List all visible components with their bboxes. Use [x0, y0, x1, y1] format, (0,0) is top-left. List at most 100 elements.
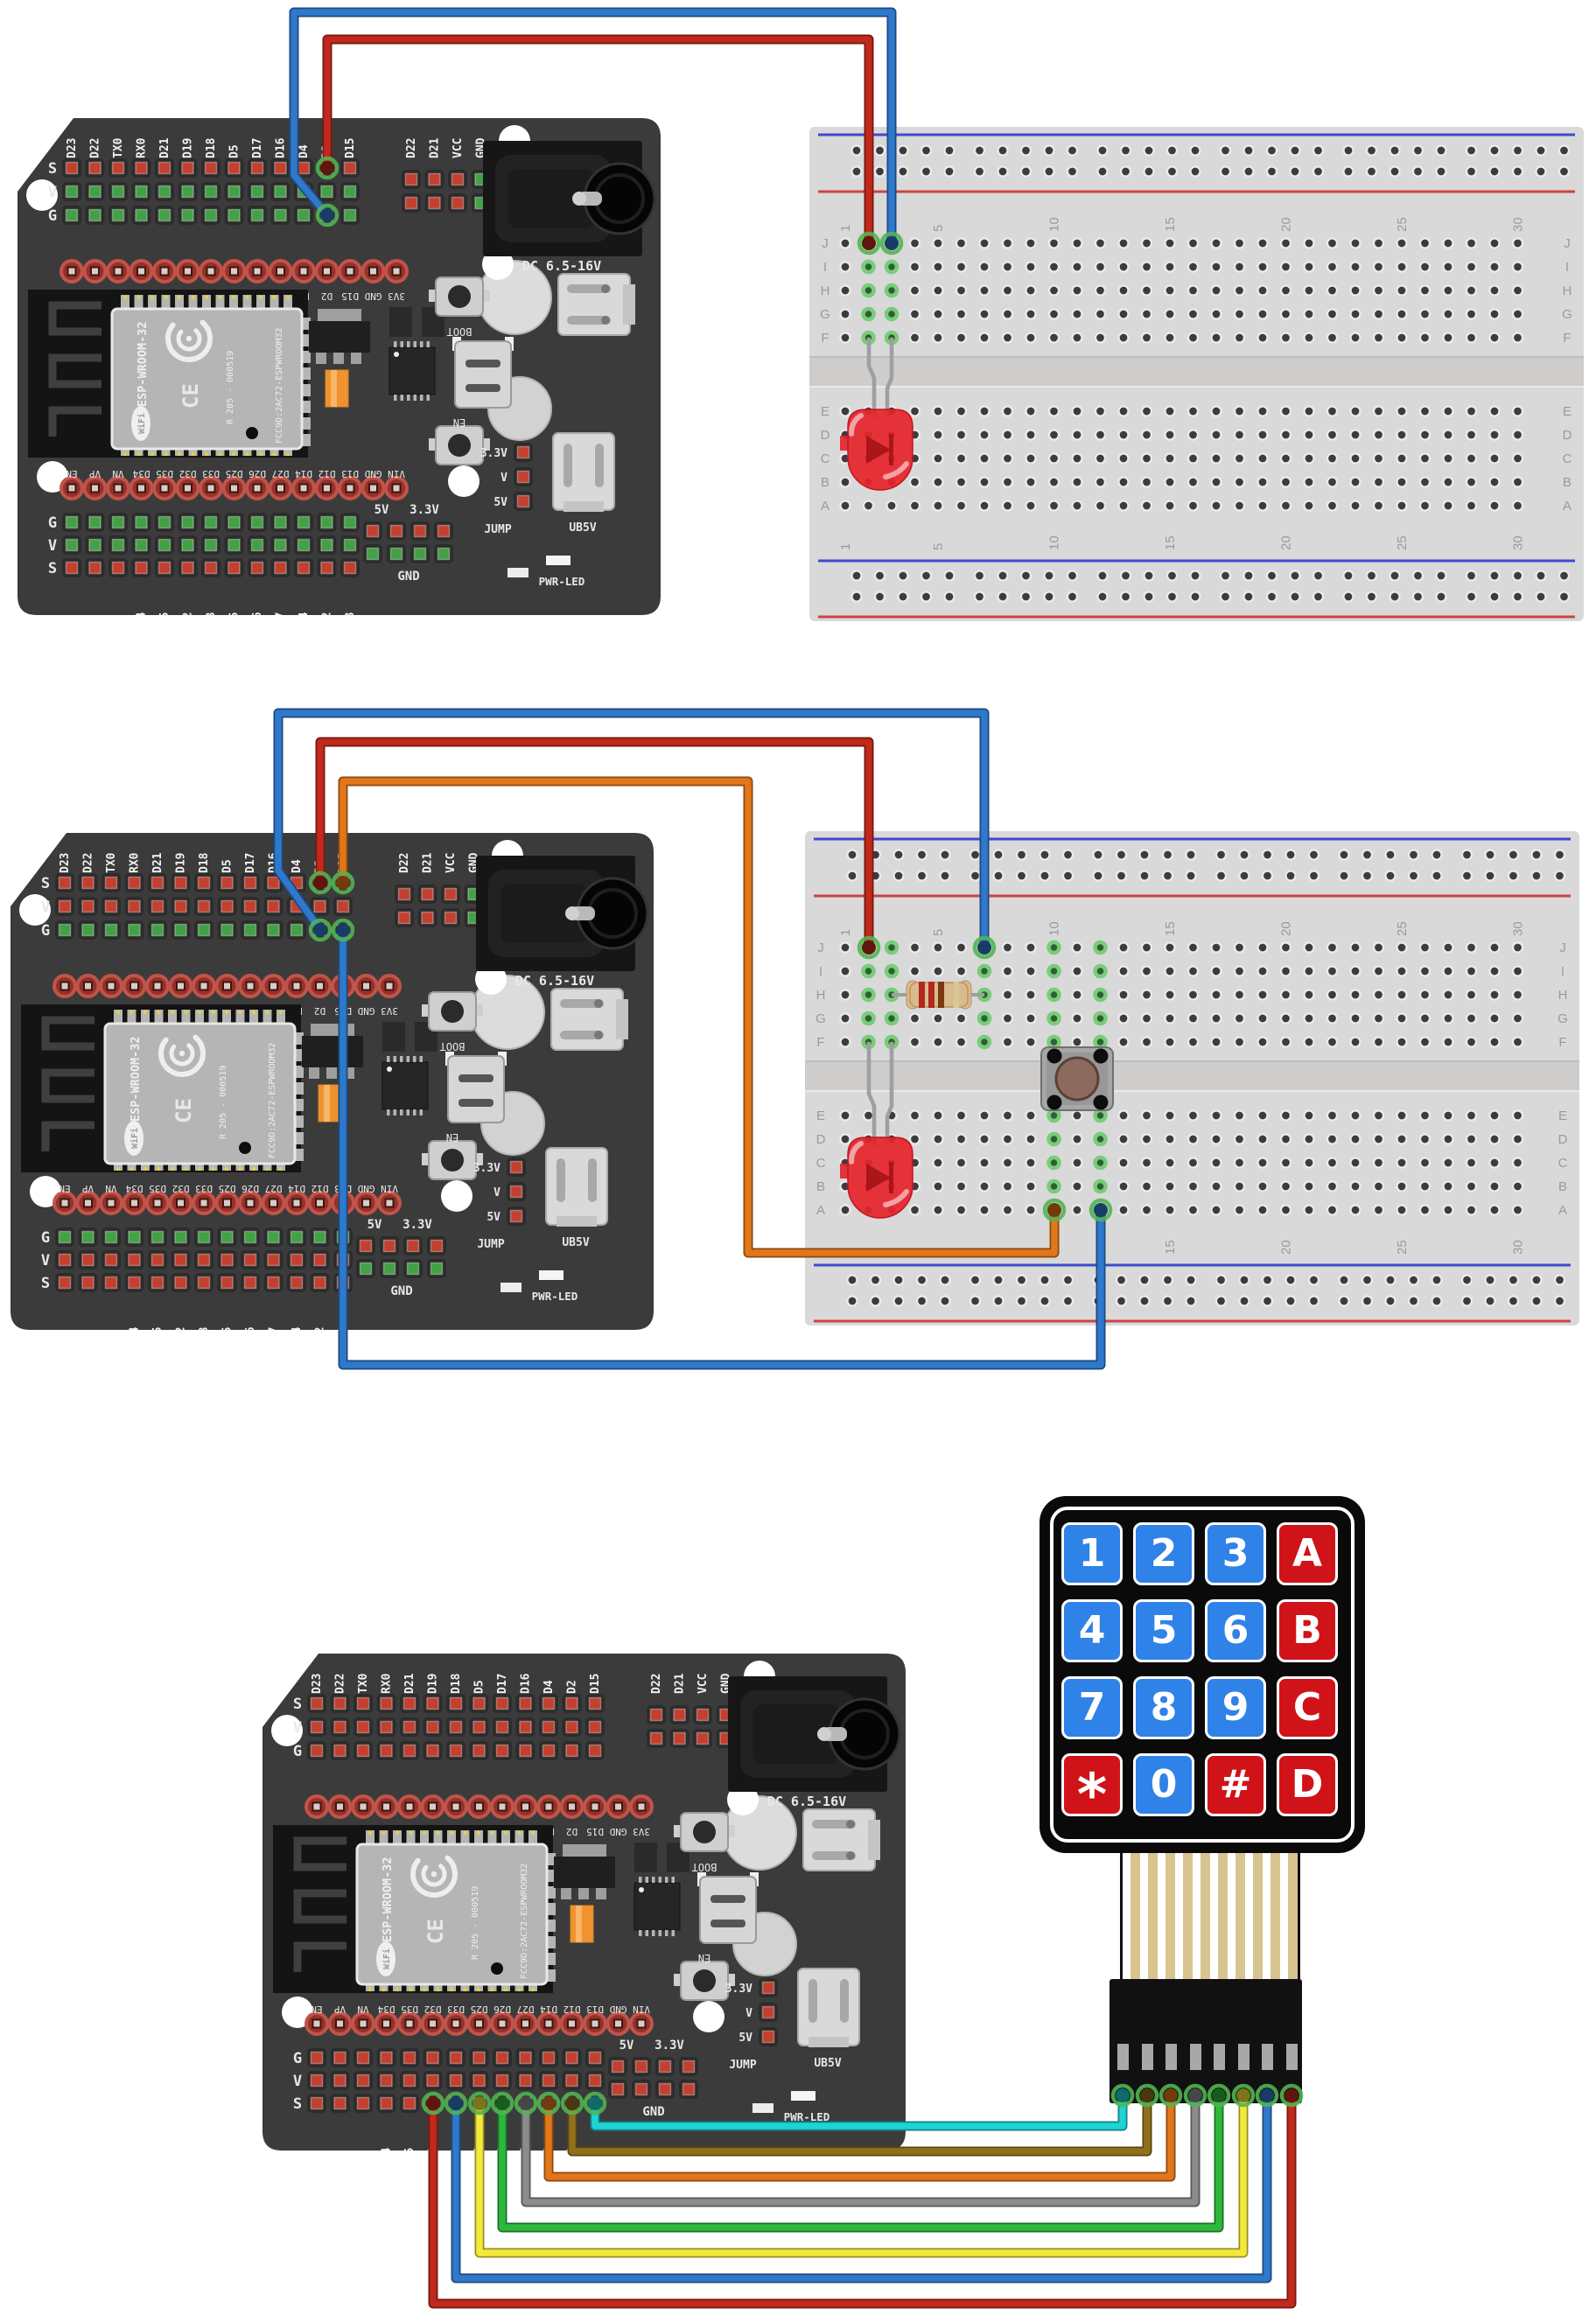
breadboard-hole [920, 591, 933, 603]
breadboard-hole [1265, 165, 1278, 178]
silkscreen-label: VN [105, 1183, 116, 1194]
breadboard-hole [1365, 570, 1378, 582]
breadboard-hole [1001, 405, 1014, 417]
keypad-key-A[interactable]: A [1277, 1522, 1338, 1585]
breadboard-hole [1312, 570, 1325, 582]
pin-label: FCC9D:2AC72-ESPWROOM32 [268, 1043, 277, 1158]
keypad-key-7[interactable]: 7 [1061, 1676, 1123, 1739]
silkscreen-label: S [48, 160, 57, 178]
pin-label: ESP-WROOM-32 [381, 1857, 395, 1942]
breadboard-hole [1233, 1157, 1246, 1169]
breadboard-hole [1349, 1180, 1362, 1192]
breadboard-hole [997, 591, 1009, 603]
header-pin [88, 515, 102, 529]
header-pin [174, 1253, 187, 1267]
breadboard-hole [1117, 237, 1130, 249]
breadboard-hole [1001, 476, 1014, 488]
voltage-regulator [554, 1857, 615, 1888]
breadboard-hole [1025, 261, 1037, 273]
keypad-key-C[interactable]: C [1277, 1676, 1338, 1739]
breadboard-hole [1488, 989, 1501, 1001]
header-pin [402, 1696, 416, 1710]
keypad-key-B[interactable]: B [1277, 1599, 1338, 1662]
breadboard-hole [1488, 332, 1501, 344]
header-pin [58, 1230, 72, 1244]
breadboard-hole [1214, 870, 1228, 882]
keypad-ribbon-cable [1120, 1853, 1300, 1979]
keypad-key-2[interactable]: 2 [1133, 1522, 1194, 1585]
breadboard-row-label: B [1563, 475, 1572, 490]
breadboard-hole [943, 570, 956, 582]
en-button[interactable] [674, 1961, 735, 2001]
breadboard-column-number: 25 [1395, 217, 1410, 232]
header-pin [197, 899, 211, 913]
silkscreen-label: D2 [566, 1826, 578, 1837]
breadboard-hole [1001, 308, 1014, 320]
breadboard-hole [1233, 284, 1246, 297]
pin-label: D17 [244, 853, 257, 873]
keypad-key-D[interactable]: D [1277, 1753, 1338, 1816]
breadboard-hole [1256, 941, 1269, 954]
breadboard-hole [873, 570, 886, 582]
breadboard-hole [1407, 849, 1420, 861]
breadboard-hole [1465, 237, 1478, 249]
breadboard-hole [1117, 1133, 1130, 1145]
breadboard-hole [932, 405, 944, 417]
keypad-key-*[interactable]: * [1061, 1753, 1123, 1824]
breadboard-hole [1442, 1204, 1454, 1216]
header-pin [290, 1253, 304, 1267]
connector-slot [1189, 2044, 1201, 2070]
silkscreen-label: G [41, 922, 50, 940]
breadboard-hole [1279, 941, 1292, 954]
breadboard-hole [1001, 237, 1014, 249]
header-pin [150, 876, 164, 890]
keypad-key-8[interactable]: 8 [1133, 1676, 1194, 1739]
header-pin [565, 1744, 578, 1758]
header-pin [158, 161, 172, 175]
breadboard-hole [1047, 405, 1060, 417]
header-pin [437, 524, 451, 538]
keypad-key-9[interactable]: 9 [1205, 1676, 1266, 1739]
breadboard-column-number: 10 [1047, 217, 1062, 232]
breadboard-hole [1372, 1157, 1385, 1169]
silkscreen-label: VIN [633, 2004, 650, 2015]
pin-label: D15 [589, 1674, 602, 1694]
breadboard-hole [1442, 1036, 1454, 1048]
header-pin [472, 2051, 486, 2065]
keypad-key-#[interactable]: # [1205, 1753, 1266, 1816]
silkscreen-label: D27 [517, 2004, 535, 2015]
boot-button[interactable] [674, 1812, 735, 1852]
silkscreen-label: S [41, 875, 50, 892]
breadboard-hole [1265, 144, 1278, 157]
breadboard-hole [1279, 965, 1292, 977]
keypad-key-4[interactable]: 4 [1061, 1599, 1123, 1662]
breadboard-hole [1256, 1133, 1269, 1145]
keypad-key-5[interactable]: 5 [1133, 1599, 1194, 1662]
boot-button[interactable] [429, 276, 490, 317]
push-button[interactable] [1040, 1046, 1114, 1111]
breadboard-hole [1256, 429, 1269, 441]
breadboard-hole [1279, 989, 1292, 1001]
keypad-key-0[interactable]: 0 [1133, 1753, 1194, 1816]
breadboard-row-label: D [1563, 428, 1572, 443]
breadboard-hole [1119, 570, 1132, 582]
silkscreen-label: D35 [401, 2004, 418, 2015]
breadboard-hole [1396, 1109, 1408, 1122]
breadboard-hole [1186, 1157, 1200, 1169]
breadboard-hole [1372, 1204, 1385, 1216]
pin-label: D33 [205, 612, 218, 615]
breadboard-hole [997, 165, 1009, 178]
header-pin [174, 923, 187, 937]
breadboard-hole [1117, 1180, 1130, 1192]
keypad-key-3[interactable]: 3 [1205, 1522, 1266, 1585]
pin-label: D19 [175, 853, 188, 873]
keypad-key-1[interactable]: 1 [1061, 1522, 1123, 1585]
breadboard-hole [1025, 500, 1037, 512]
breadboard-hole [1140, 429, 1153, 441]
en-button[interactable] [429, 425, 490, 465]
breadboard-hole [1094, 261, 1107, 273]
header-pin [402, 1744, 416, 1758]
keypad-key-6[interactable]: 6 [1205, 1599, 1266, 1662]
silkscreen-label: D26 [242, 1183, 259, 1194]
